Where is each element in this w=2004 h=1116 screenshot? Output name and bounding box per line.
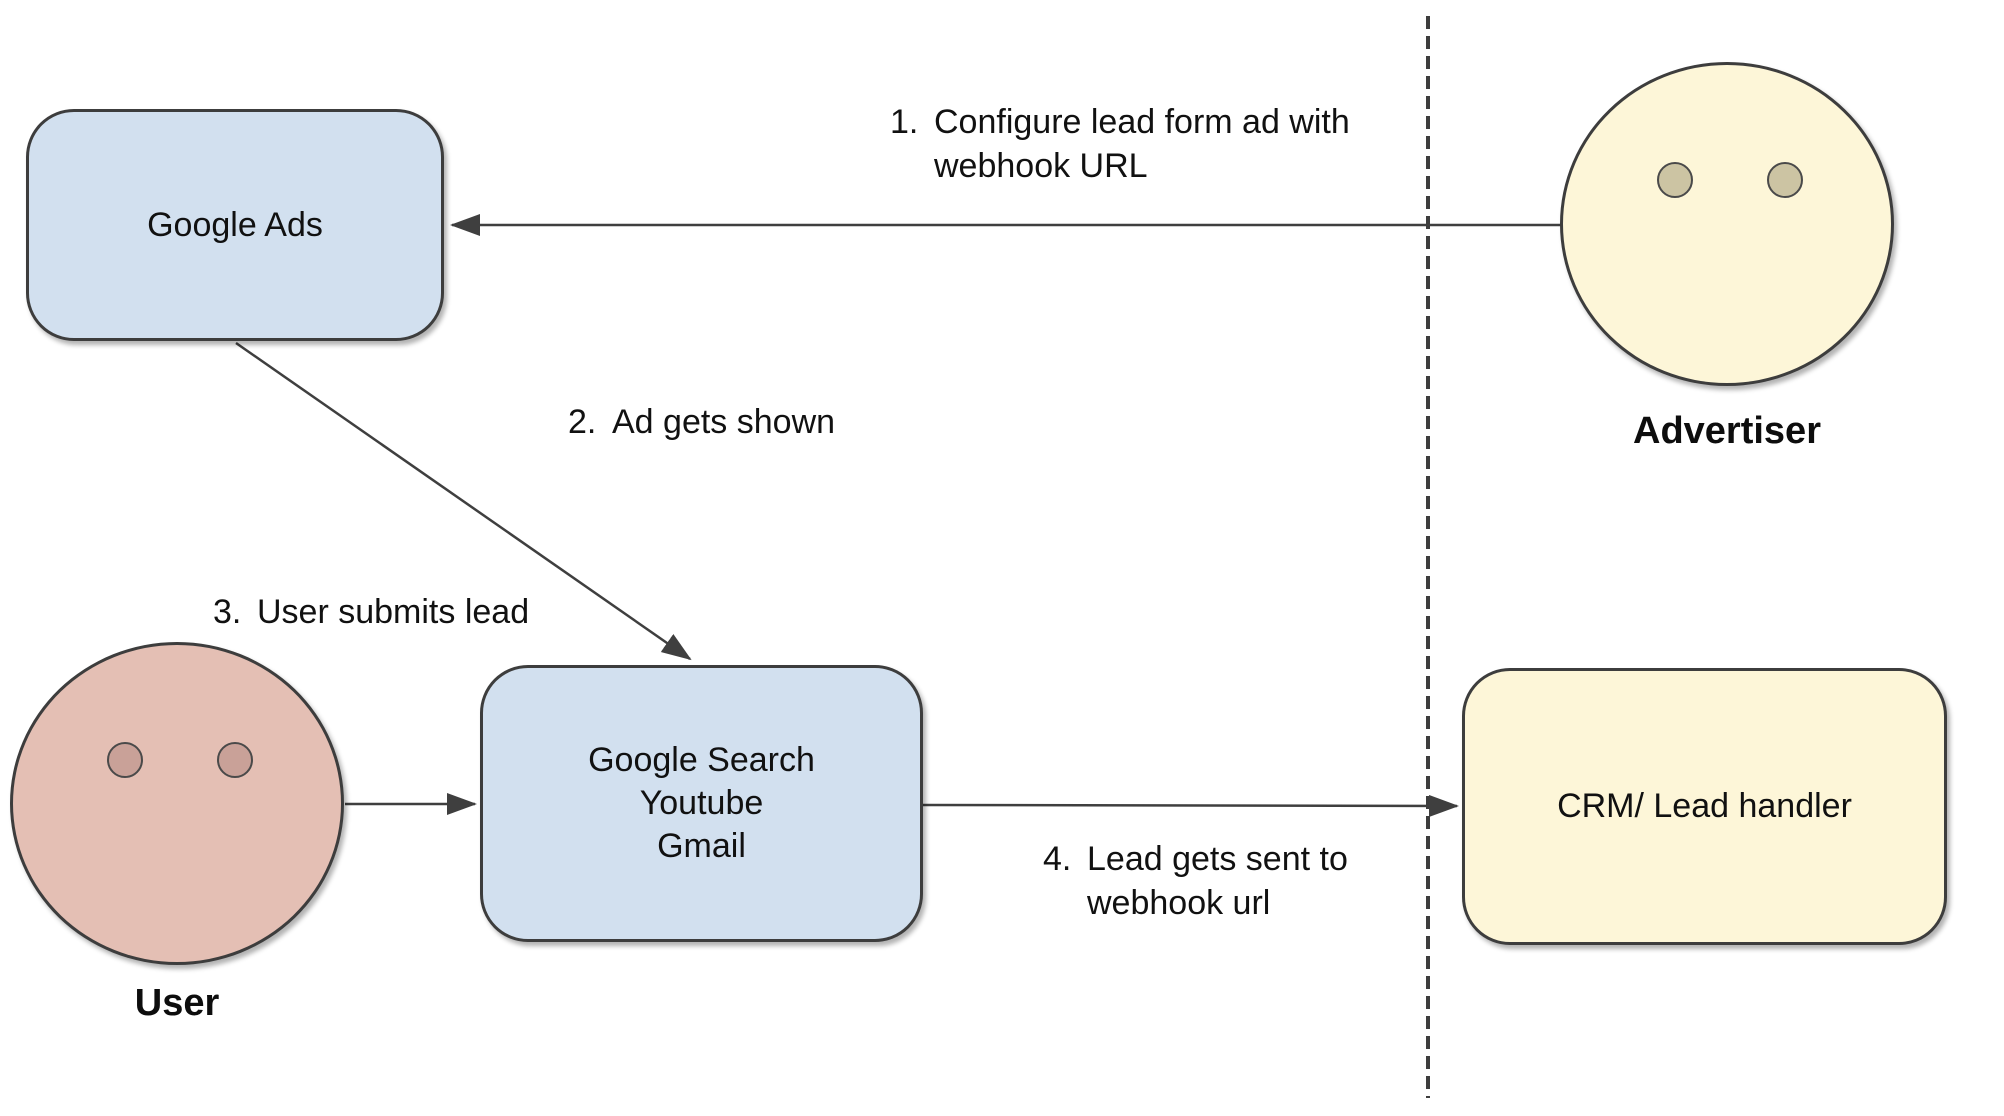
- arrow-step-4: [922, 794, 1459, 817]
- step-3-annotation: 3. User submits lead: [213, 590, 529, 634]
- advertiser-label: Advertiser: [1633, 410, 1821, 452]
- crm-node-label: CRM/ Lead handler: [1557, 787, 1852, 825]
- step-1-text: Configure lead form ad with webhook URL: [934, 103, 1350, 185]
- google-ads-node: Google Ads: [26, 109, 444, 341]
- user-label: User: [134, 982, 220, 1024]
- step-1-annotation: 1. Configure lead form ad with webhook U…: [890, 100, 1454, 188]
- step-2-annotation: 2. Ad gets shown: [568, 400, 835, 444]
- step-3-text: User submits lead: [257, 593, 530, 631]
- step-2-number: 2.: [568, 403, 597, 441]
- user-left-eye-icon: [107, 742, 143, 778]
- surfaces-line-google-search: Google Search: [588, 741, 815, 779]
- google-surfaces-node: Google Search Youtube Gmail: [480, 665, 923, 942]
- advertiser-right-eye-icon: [1767, 162, 1803, 198]
- crm-lead-handler-node: CRM/ Lead handler: [1462, 668, 1947, 945]
- user-right-eye-icon: [217, 742, 253, 778]
- surfaces-line-gmail: Gmail: [657, 827, 746, 865]
- step-4-number: 4.: [1043, 840, 1072, 878]
- step-1-number: 1.: [890, 103, 919, 141]
- step-4-annotation: 4. Lead gets sent to webhook url: [1043, 837, 1417, 925]
- step-4-text: Lead gets sent to webhook url: [1087, 840, 1348, 922]
- step-2-text: Ad gets shown: [612, 403, 836, 441]
- step-3-number: 3.: [213, 593, 242, 631]
- advertiser-left-eye-icon: [1657, 162, 1693, 198]
- advertiser-avatar: [1560, 62, 1894, 386]
- user-avatar: [10, 642, 344, 965]
- google-ads-node-label: Google Ads: [147, 205, 323, 244]
- surfaces-line-youtube: Youtube: [639, 784, 764, 822]
